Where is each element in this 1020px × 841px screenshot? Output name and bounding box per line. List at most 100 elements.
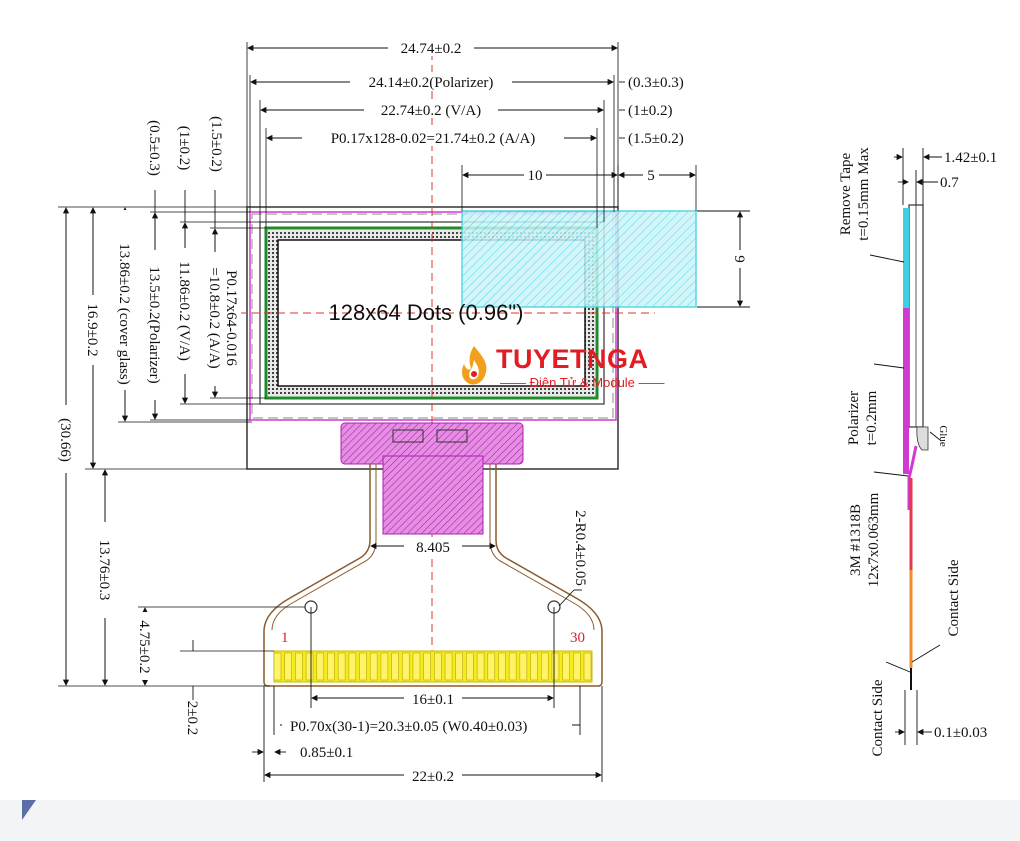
dim-tape-offset: 5 xyxy=(647,168,655,184)
fpc-contact-pin xyxy=(551,652,560,681)
fpc-contact-pin xyxy=(348,652,357,681)
dim-top-offset-3: (0.5±0.3) xyxy=(146,120,162,176)
dim-right-offset-3: (1.5±0.2) xyxy=(628,131,684,147)
fpc-contact-pin xyxy=(466,652,474,681)
driver-ic-pad-right xyxy=(436,429,468,443)
dim-top-offset-1: (1.5±0.2) xyxy=(208,116,224,172)
side-contact-side-1: Contact Side xyxy=(870,679,886,756)
fpc-contact-pin xyxy=(401,652,410,681)
side-polarizer-b: t=0.2mm xyxy=(864,390,880,445)
side-glue-label: Glue xyxy=(937,425,949,447)
fpc-contact-pin xyxy=(273,652,282,681)
fpc-contact-pin xyxy=(487,652,496,681)
remove-tape-area xyxy=(461,210,697,308)
fpc-contact-pin xyxy=(369,652,378,681)
dim-outline-width: 24.74±0.2 xyxy=(401,41,462,57)
pin-first-label: 1 xyxy=(281,630,289,646)
side-stiffener-a: 3M #1318B xyxy=(848,504,864,576)
dim-va-height: 11.86±0.2 (V/A) xyxy=(176,261,192,361)
display-label: 128x64 Dots (0.96") xyxy=(329,300,524,325)
fpc-contact-pin xyxy=(476,652,485,681)
pin-last-label: 30 xyxy=(570,630,585,646)
dim-polarizer-width: 24.14±0.2(Polarizer) xyxy=(369,75,494,91)
fpc-contact-pin xyxy=(295,652,303,681)
side-view: 1.42±0.1 0.7 Remove Tape t=0.15mm Max Po… xyxy=(838,147,997,757)
dim-right-offset-1: (0.3±0.3) xyxy=(628,75,684,91)
front-view: 128x64 Dots (0.96") 1 30 xyxy=(57,38,750,785)
fpc-outline xyxy=(263,464,603,687)
dim-fpc-length: 13.76±0.3 xyxy=(96,540,112,601)
fpc-contact-pin xyxy=(583,652,592,681)
side-tape xyxy=(903,208,909,308)
fpc-contact-pin xyxy=(423,652,431,681)
bottom-strip xyxy=(0,800,1020,841)
fpc-contact-pin xyxy=(519,652,528,681)
brand-tagline: —— Điện Tử & Module —— xyxy=(500,375,665,390)
side-polarizer-a: Polarizer xyxy=(846,391,862,445)
brand-tagline-text: Điện Tử & Module xyxy=(529,375,635,390)
left-extension-lines xyxy=(58,206,305,687)
dim-aa-height-b: =10.8±0.2 (A/A) xyxy=(206,267,222,368)
brand-name: TUYETNGA xyxy=(496,344,649,374)
side-thickness: 1.42±0.1 xyxy=(944,150,997,166)
dim-glass-height: 16.9±0.2 xyxy=(84,303,100,356)
fpc-outline-inner xyxy=(271,464,377,631)
bottom-strip-accent xyxy=(22,800,36,820)
side-glass-thickness: 0.7 xyxy=(940,175,959,191)
dim-fpc-width: 22±0.2 xyxy=(412,769,454,785)
side-remove-tape-b: t=0.15mm Max xyxy=(856,147,872,241)
fpc-contact-pin xyxy=(455,652,464,681)
dim-cover-glass-height: 13.86±0.2 (cover glass) xyxy=(116,243,132,385)
top-dimension-labels: 24.74±0.2 24.14±0.2(Polarizer) 22.74±0.2… xyxy=(302,38,684,184)
dim-right-offset-2: (1±0.2) xyxy=(628,103,672,119)
fpc-neck xyxy=(382,455,484,535)
polarizer-outline xyxy=(249,211,617,421)
side-fpc xyxy=(907,445,918,510)
dim-fpc-neck-width: 8.405 xyxy=(416,540,450,556)
side-fpc-thickness: 0.1±0.03 xyxy=(934,725,987,741)
side-polarizer xyxy=(903,308,909,474)
bottom-dimension-labels: 8.405 2-R0.4±0.05 16±0.1 P0.70x(30-1)=20… xyxy=(282,510,588,785)
fpc-contact-pin xyxy=(540,652,549,681)
side-contact-side-2: Contact Side xyxy=(946,559,962,636)
dim-va-width: 22.74±0.2 (V/A) xyxy=(381,103,481,119)
dim-polarizer-height: 13.5±0.2(Polarizer) xyxy=(146,266,162,383)
side-glue xyxy=(916,426,929,451)
fpc-contact-pin xyxy=(305,652,314,681)
dim-hole-radius: 2-R0.4±0.05 xyxy=(572,510,588,586)
fpc-contact-pins xyxy=(273,652,592,681)
fpc-contact-pin xyxy=(316,652,325,681)
left-dimension-labels: (0.5±0.3) (1±0.2) (1.5±0.2) (30.66) 16.9… xyxy=(57,116,241,735)
dim-aa-width: P0.17x128-0.02=21.74±0.2 (A/A) xyxy=(331,131,536,147)
dim-edge-offset: 0.85±0.1 xyxy=(300,745,353,761)
fpc-contact-pin xyxy=(434,652,442,681)
fpc-contact-pin xyxy=(508,652,517,681)
dim-tape-width: 10 xyxy=(528,168,543,184)
dim-total-height: (30.66) xyxy=(57,418,73,462)
dim-top-offset-2: (1±0.2) xyxy=(176,126,192,170)
fpc-contact-pin xyxy=(380,652,389,681)
oled-mechanical-drawing: 128x64 Dots (0.96") 1 30 xyxy=(57,38,998,785)
side-labels: 1.42±0.1 0.7 Remove Tape t=0.15mm Max Po… xyxy=(838,147,997,757)
side-stiffener-b: 12x7x0.063mm xyxy=(866,492,882,587)
dim-contact-length: 2±0.2 xyxy=(184,701,200,735)
dim-aa-height-a: P0.17x64-0.016 xyxy=(223,270,239,366)
fpc-contact-pin xyxy=(530,652,538,681)
dim-hole-spacing: 16±0.1 xyxy=(412,692,454,708)
dim-pitch: P0.70x(30-1)=20.3±0.05 (W0.40±0.03) xyxy=(290,719,527,735)
dim-tape-height: 9 xyxy=(731,255,747,263)
fpc-contact-pin xyxy=(562,652,570,681)
fpc-contact-pin xyxy=(337,652,346,681)
fpc-contact-pin xyxy=(359,652,367,681)
fpc-contact-strip xyxy=(273,650,593,683)
side-remove-tape-a: Remove Tape xyxy=(838,152,854,235)
brand-flame-icon xyxy=(462,346,487,385)
dim-hole-offset: 4.75±0.2 xyxy=(136,620,152,673)
fpc-contact-pin xyxy=(573,652,581,681)
fpc-contact-pin xyxy=(391,652,399,681)
fpc-contact-pin xyxy=(327,652,335,681)
top-extension-lines xyxy=(246,42,697,228)
fpc-contact-pin xyxy=(498,652,506,681)
fpc-contact-pin xyxy=(284,652,292,681)
